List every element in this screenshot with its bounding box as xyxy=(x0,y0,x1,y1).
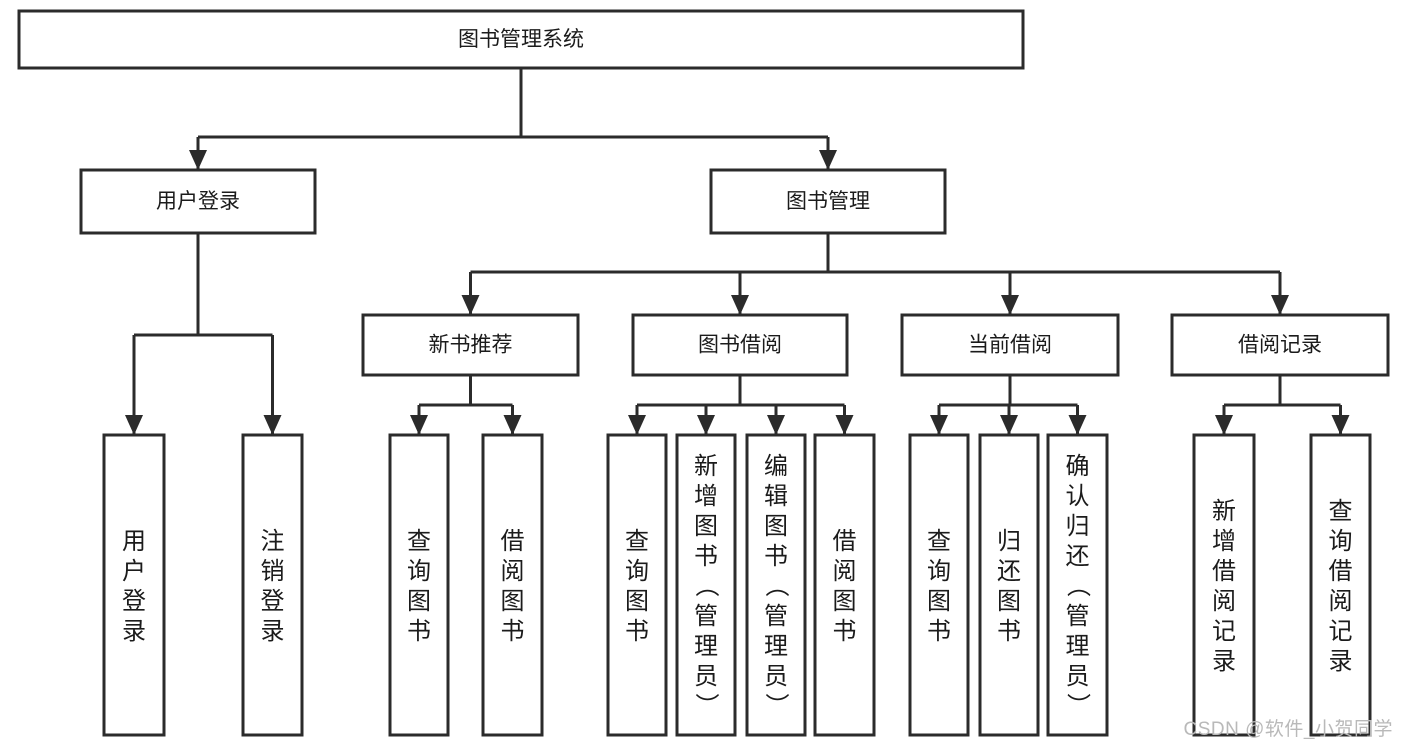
node-leaf-add-record-box[interactable] xyxy=(1192,433,1256,737)
arrow-head-icon xyxy=(930,415,948,435)
node-leaf-borrow-book-1-box[interactable] xyxy=(481,433,544,737)
arrow-head-icon xyxy=(1331,415,1350,435)
arrow-head-icon xyxy=(503,415,522,435)
node-borrow-record[interactable]: 借阅记录 xyxy=(1170,313,1390,377)
node-new-book-rec[interactable]: 新书推荐 xyxy=(361,313,580,377)
node-leaf-query-record-label: 查询借阅记录 xyxy=(1329,498,1353,675)
arrow-head-icon xyxy=(461,295,480,315)
node-root[interactable]: 图书管理系统 xyxy=(17,9,1025,70)
node-leaf-add-record-label: 新增借阅记录 xyxy=(1212,498,1236,675)
edge-group-new-book-rec xyxy=(410,375,522,435)
node-book-manage[interactable]: 图书管理 xyxy=(709,168,947,235)
node-leaf-query-book-1-label: 查询图书 xyxy=(407,528,431,645)
node-borrow-record-label: 借阅记录 xyxy=(1238,334,1322,357)
arrow-head-icon xyxy=(697,415,715,435)
node-user-login[interactable]: 用户登录 xyxy=(79,168,317,235)
node-user-login-box[interactable] xyxy=(79,168,317,235)
arrow-head-icon xyxy=(1271,295,1289,315)
node-new-book-rec-box[interactable] xyxy=(361,313,580,377)
node-leaf-user-logout-box[interactable] xyxy=(241,433,304,737)
edge-group-root xyxy=(189,68,837,170)
arrow-head-icon xyxy=(1215,415,1233,435)
node-book-manage-label: 图书管理 xyxy=(786,190,870,213)
edge-group-borrow-record xyxy=(1215,375,1350,435)
node-current-borrow[interactable]: 当前借阅 xyxy=(900,313,1120,377)
node-layer: 图书管理系统用户登录图书管理新书推荐图书借阅当前借阅借阅记录用户登录注销登录查询… xyxy=(17,9,1390,737)
arrow-head-icon xyxy=(189,150,207,170)
arrow-head-icon xyxy=(835,415,854,435)
node-new-book-rec-label: 新书推荐 xyxy=(429,334,513,357)
node-book-borrow-box[interactable] xyxy=(631,313,849,377)
arrow-head-icon xyxy=(731,295,749,315)
node-leaf-user-logout[interactable]: 注销登录 xyxy=(241,433,304,737)
node-leaf-query-book-3-box[interactable] xyxy=(908,433,970,737)
node-leaf-confirm-return-box[interactable] xyxy=(1046,433,1109,737)
node-leaf-borrow-book-1-label: 借阅图书 xyxy=(501,528,525,645)
node-user-login-label: 用户登录 xyxy=(156,190,240,213)
node-leaf-query-book-2-label: 查询图书 xyxy=(625,528,649,645)
node-current-borrow-box[interactable] xyxy=(900,313,1120,377)
node-root-label: 图书管理系统 xyxy=(458,28,584,51)
node-leaf-query-book-3-label: 查询图书 xyxy=(927,528,951,645)
node-borrow-record-box[interactable] xyxy=(1170,313,1390,377)
node-leaf-query-record[interactable]: 查询借阅记录 xyxy=(1309,433,1372,737)
arrow-head-icon xyxy=(410,415,428,435)
arrow-head-icon xyxy=(819,150,837,170)
arrow-head-icon xyxy=(1001,295,1019,315)
node-leaf-borrow-book-2-box[interactable] xyxy=(813,433,876,737)
arrow-head-icon xyxy=(767,415,785,435)
node-leaf-query-book-1[interactable]: 查询图书 xyxy=(388,433,450,737)
node-leaf-edit-book[interactable]: 编辑图书（管理员） xyxy=(745,433,807,737)
node-leaf-query-book-3[interactable]: 查询图书 xyxy=(908,433,970,737)
arrow-head-icon xyxy=(1000,415,1018,435)
node-leaf-return-book-label: 归还图书 xyxy=(997,528,1021,645)
edge-group-current-borrow xyxy=(930,375,1087,435)
arrow-head-icon xyxy=(125,415,143,435)
node-leaf-user-login-label: 用户登录 xyxy=(122,528,146,645)
node-leaf-query-book-1-box[interactable] xyxy=(388,433,450,737)
node-leaf-return-book[interactable]: 归还图书 xyxy=(978,433,1040,737)
connector-layer xyxy=(125,68,1350,435)
node-leaf-borrow-book-1[interactable]: 借阅图书 xyxy=(481,433,544,737)
node-leaf-user-login-box[interactable] xyxy=(102,433,166,737)
node-leaf-confirm-return[interactable]: 确认归还（管理员） xyxy=(1046,433,1109,737)
node-leaf-return-book-box[interactable] xyxy=(978,433,1040,737)
node-root-box[interactable] xyxy=(17,9,1025,70)
node-leaf-add-book-label: 新增图书（管理员） xyxy=(694,453,719,720)
node-leaf-add-record[interactable]: 新增借阅记录 xyxy=(1192,433,1256,737)
node-leaf-add-book[interactable]: 新增图书（管理员） xyxy=(675,433,737,737)
node-leaf-user-logout-label: 注销登录 xyxy=(261,528,285,645)
node-book-manage-box[interactable] xyxy=(709,168,947,235)
arrow-head-icon xyxy=(263,415,282,435)
edge-group-user-login xyxy=(125,233,282,435)
arrow-head-icon xyxy=(628,415,646,435)
edge-group-book-borrow xyxy=(628,375,854,435)
arrow-head-icon xyxy=(1068,415,1087,435)
node-leaf-borrow-book-2-label: 借阅图书 xyxy=(833,528,857,645)
node-book-borrow[interactable]: 图书借阅 xyxy=(631,313,849,377)
node-leaf-edit-book-box[interactable] xyxy=(745,433,807,737)
node-leaf-user-login[interactable]: 用户登录 xyxy=(102,433,166,737)
node-leaf-query-book-2[interactable]: 查询图书 xyxy=(606,433,668,737)
node-leaf-query-record-box[interactable] xyxy=(1309,433,1372,737)
node-leaf-borrow-book-2[interactable]: 借阅图书 xyxy=(813,433,876,737)
node-book-borrow-label: 图书借阅 xyxy=(698,334,782,357)
node-leaf-query-book-2-box[interactable] xyxy=(606,433,668,737)
node-leaf-add-book-box[interactable] xyxy=(675,433,737,737)
edge-group-book-manage xyxy=(461,233,1289,315)
node-leaf-confirm-return-label: 确认归还（管理员） xyxy=(1066,453,1091,720)
node-current-borrow-label: 当前借阅 xyxy=(968,334,1052,357)
node-leaf-edit-book-label: 编辑图书（管理员） xyxy=(764,453,789,720)
